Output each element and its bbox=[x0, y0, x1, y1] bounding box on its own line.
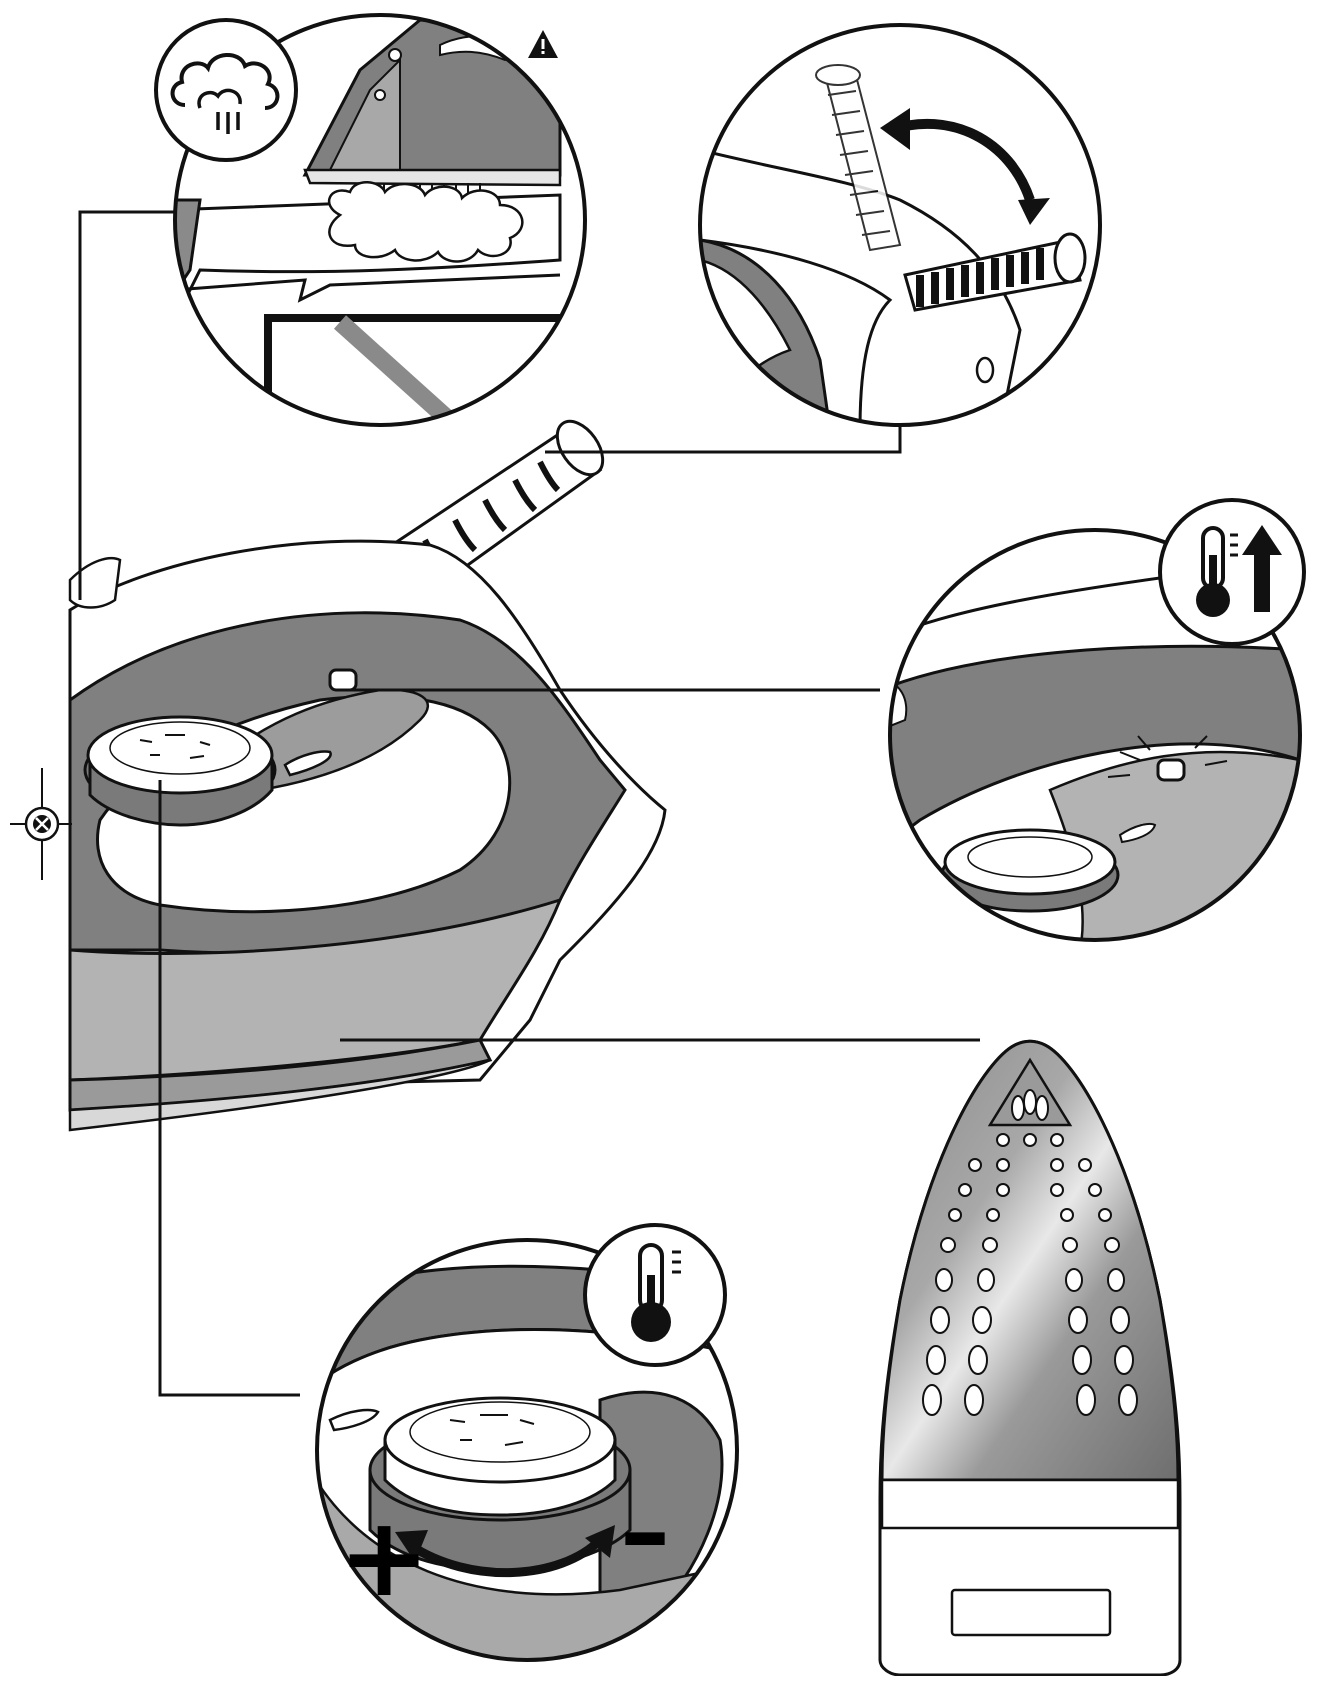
iron-body bbox=[68, 419, 667, 1132]
soleplate-view bbox=[878, 1039, 1182, 1677]
thermometer-icon bbox=[583, 1223, 727, 1367]
thermometer-temp-up-icon bbox=[1158, 498, 1306, 646]
cord-swivel-callout bbox=[698, 23, 1102, 427]
soleplate-holes bbox=[922, 1133, 1138, 1416]
leader-lines bbox=[78, 210, 980, 1397]
rotate-double-arrow-icon bbox=[880, 108, 1050, 225]
warning-triangle-icon bbox=[528, 30, 558, 58]
iron-lower-body bbox=[68, 897, 563, 1082]
temperature-dial bbox=[83, 715, 277, 827]
steam-cloud-icon bbox=[154, 18, 298, 162]
decrease-temperature-symbol: – bbox=[620, 1473, 670, 1590]
indicator-light bbox=[328, 668, 358, 692]
registration-mark-icon bbox=[10, 768, 72, 880]
steam-callout bbox=[154, 13, 587, 427]
increase-temperature-symbol: + bbox=[338, 1493, 431, 1621]
heat-indicator-callout bbox=[888, 498, 1306, 942]
